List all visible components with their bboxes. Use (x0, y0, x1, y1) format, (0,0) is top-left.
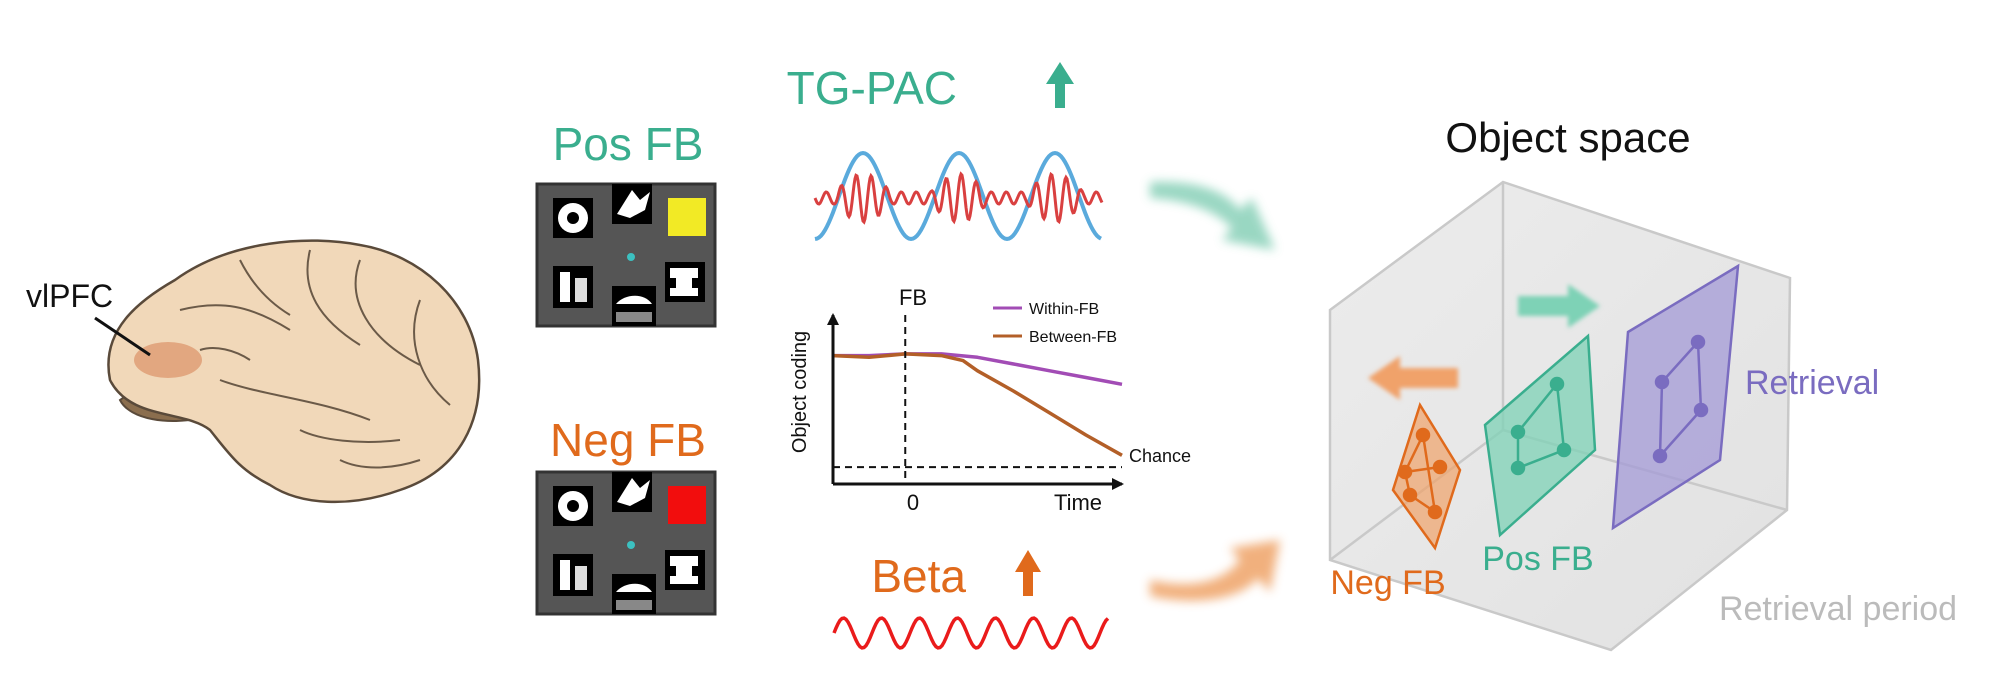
pos-fb-title: Pos FB (553, 118, 704, 170)
brain-illustration: vlPFC (26, 239, 481, 504)
beta-title: Beta (871, 550, 966, 602)
beta-wave (832, 616, 1110, 650)
pos-fb-graph (1510, 376, 1572, 476)
chart-series (832, 352, 1123, 457)
vlpfc-region (134, 342, 202, 378)
chart-xlabel: Time (1054, 490, 1102, 515)
flow-arrow-bottom (1150, 540, 1280, 601)
neg-fb-stimuli (553, 472, 706, 614)
retrieval-period-label: Retrieval period (1719, 590, 1957, 628)
fixation-dot (627, 253, 635, 261)
space-arrow-left-icon (1368, 356, 1458, 400)
retrieval-plane (1611, 263, 1740, 531)
neg-fb-panel: Neg FB (535, 414, 717, 616)
retrieval-graph (1652, 334, 1709, 464)
pos-fb-feedback-square (668, 198, 706, 236)
pos-fb-plane (1483, 333, 1597, 538)
tgpac-up-arrow-icon (1046, 62, 1074, 108)
retrieval-label: Retrieval (1745, 364, 1879, 402)
neg-fb-space-label: Neg FB (1330, 564, 1445, 602)
fixation-dot (627, 541, 635, 549)
chart-series-line-2 (832, 352, 1123, 457)
chart-zero-tick: 0 (907, 490, 919, 515)
pos-fb-space-label: Pos FB (1482, 540, 1593, 578)
vlpfc-pointer-line (94, 316, 151, 357)
neg-fb-plane (1391, 402, 1462, 551)
object-coding-chart: Object coding Time FB 0 Chance Within-FB… (789, 285, 1191, 515)
flow-arrow-top (1150, 181, 1275, 250)
object-space-title: Object space (1445, 114, 1690, 161)
neg-fb-title: Neg FB (550, 414, 706, 466)
beta-up-arrow-icon (1015, 550, 1041, 596)
legend-label-1: Within-FB (1029, 301, 1099, 318)
neg-fb-feedback-square (668, 486, 706, 524)
chart-event-label: FB (899, 285, 927, 310)
space-arrow-right-icon (1518, 284, 1600, 328)
pos-fb-stimuli (553, 184, 706, 326)
brain-sulci (179, 249, 451, 469)
neg-fb-graph (1397, 427, 1448, 520)
chart-ylabel: Object coding (789, 331, 811, 453)
chart-chance-label: Chance (1129, 446, 1191, 466)
gamma-wave (813, 171, 1104, 225)
tgpac-title: TG-PAC (787, 62, 957, 114)
beta-section: Beta (832, 550, 1110, 650)
legend-label-2: Between-FB (1029, 329, 1117, 346)
chart-legend: Within-FB Between-FB (993, 301, 1117, 346)
theta-wave (814, 150, 1102, 242)
pos-fb-panel: Pos FB (535, 118, 717, 328)
tgpac-section: TG-PAC (787, 62, 1104, 242)
object-space-panel: Object space Retrieval Pos FB (1328, 114, 1957, 652)
vlpfc-label: vlPFC (26, 278, 113, 314)
